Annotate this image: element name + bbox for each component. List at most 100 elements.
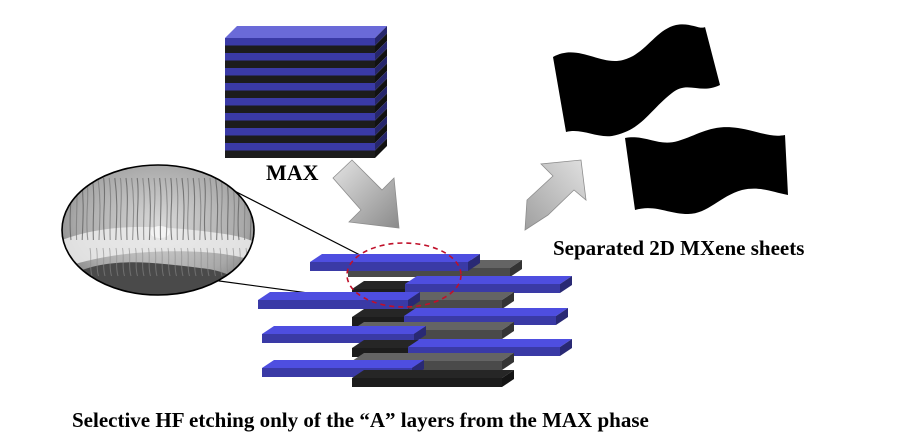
mxene-sheets-label: Separated 2D MXene sheets	[553, 236, 805, 260]
sem-striation	[255, 178, 256, 240]
stack-layer-3-front	[405, 284, 560, 293]
etched-region-highlight	[346, 242, 462, 308]
sem-striation	[136, 177, 139, 241]
max-phase-block-icon	[225, 26, 387, 158]
sem-striation	[97, 177, 101, 241]
sem-striation	[200, 247, 203, 277]
stack-layer-11-top	[408, 339, 572, 347]
stack-layer-3-top	[405, 276, 572, 284]
max-layer-front	[225, 60, 375, 68]
stack-layer-7-side	[556, 308, 568, 325]
stack-layer-4-side	[502, 292, 514, 309]
sem-striation	[141, 247, 145, 277]
max-layer-side	[375, 93, 387, 113]
max-layer-front	[225, 83, 375, 91]
stack-layer-9-top	[262, 326, 426, 334]
max-layer-side	[375, 48, 387, 68]
arrow-up-icon	[524, 159, 587, 231]
stack-layer-3-side	[560, 276, 572, 293]
sem-striation	[122, 247, 125, 277]
max-layer-side	[375, 63, 387, 83]
max-layer-side	[375, 123, 387, 143]
sem-striation	[219, 247, 223, 277]
max-layer-front	[225, 75, 375, 83]
sem-striation	[125, 177, 128, 241]
sem-striation	[187, 177, 190, 241]
sem-inset-icon	[61, 164, 361, 301]
sem-striation	[109, 247, 112, 277]
max-layer-side	[375, 71, 387, 91]
sem-striation	[147, 177, 151, 241]
sem-striation	[203, 177, 206, 241]
stack-layer-13-top	[262, 360, 424, 368]
sem-striation	[187, 247, 190, 277]
stack-layer-12-side	[502, 353, 514, 370]
sem-striation	[154, 247, 158, 277]
sem-striation	[167, 247, 171, 277]
sem-striation	[174, 247, 177, 277]
arrow-down-icon	[332, 159, 400, 229]
sem-striation	[215, 177, 219, 241]
max-layer-front	[225, 120, 375, 128]
stack-layer-5-front	[258, 300, 408, 309]
sem-striation	[148, 247, 151, 277]
sem-striation	[252, 247, 254, 277]
stack-layer-1-top	[310, 254, 480, 262]
sem-striation	[193, 247, 197, 277]
stack-layer-14-top	[352, 370, 514, 378]
max-phase-label: MAX	[266, 160, 319, 185]
max-layer-front	[225, 90, 375, 98]
sem-striation	[128, 247, 132, 277]
sem-striation	[192, 177, 196, 241]
max-layer-front	[225, 53, 375, 61]
sem-striation	[114, 177, 118, 241]
stack-layer-12-top	[352, 353, 514, 361]
sem-striation	[102, 247, 106, 277]
max-layer-front	[225, 143, 375, 151]
sem-striation	[131, 177, 135, 241]
max-layer-side	[375, 101, 387, 121]
max-layer-front	[225, 135, 375, 143]
mxene-sheet-upper	[553, 24, 720, 137]
sem-striation	[164, 177, 168, 241]
sem-striation	[181, 177, 185, 241]
max-layer-front	[225, 150, 375, 158]
stack-layer-9-side	[414, 326, 426, 343]
max-layer-front	[225, 98, 375, 106]
max-layer-side	[375, 108, 387, 128]
sem-striation	[108, 177, 112, 241]
max-layer-front	[225, 38, 375, 46]
max-layer-side	[375, 131, 387, 151]
sem-striation	[175, 177, 179, 241]
max-layer-side	[375, 41, 387, 61]
sem-striation	[115, 247, 119, 277]
stack-layer-14-front	[352, 378, 502, 387]
mxene-sheet-lower	[625, 127, 788, 214]
max-top-face	[225, 26, 387, 38]
sem-striation	[226, 247, 229, 277]
max-layer-front	[225, 105, 375, 113]
sem-striation	[198, 177, 202, 241]
sem-striation	[213, 247, 216, 277]
sem-striation	[91, 177, 95, 241]
stack-layer-1-side	[468, 254, 480, 271]
sem-striation	[220, 177, 223, 241]
max-layer-side	[375, 33, 387, 53]
sem-striation	[161, 247, 164, 277]
sem-striation	[206, 247, 210, 277]
max-layer-side	[375, 26, 387, 46]
sem-striation	[96, 247, 99, 277]
max-layer-front	[225, 128, 375, 136]
max-layer-front	[225, 45, 375, 53]
etched-layer-stack-icon	[258, 254, 572, 387]
max-layer-side	[375, 116, 387, 136]
sem-striation	[159, 177, 162, 241]
sem-striation	[180, 247, 184, 277]
stack-layer-14-side	[502, 370, 514, 387]
stack-layer-1-front	[310, 262, 468, 271]
figure-caption: Selective HF etching only of the “A” lay…	[72, 408, 649, 432]
sem-striation	[119, 177, 122, 241]
stack-layer-7-top	[404, 308, 568, 316]
stack-layer-5-top	[258, 292, 420, 300]
